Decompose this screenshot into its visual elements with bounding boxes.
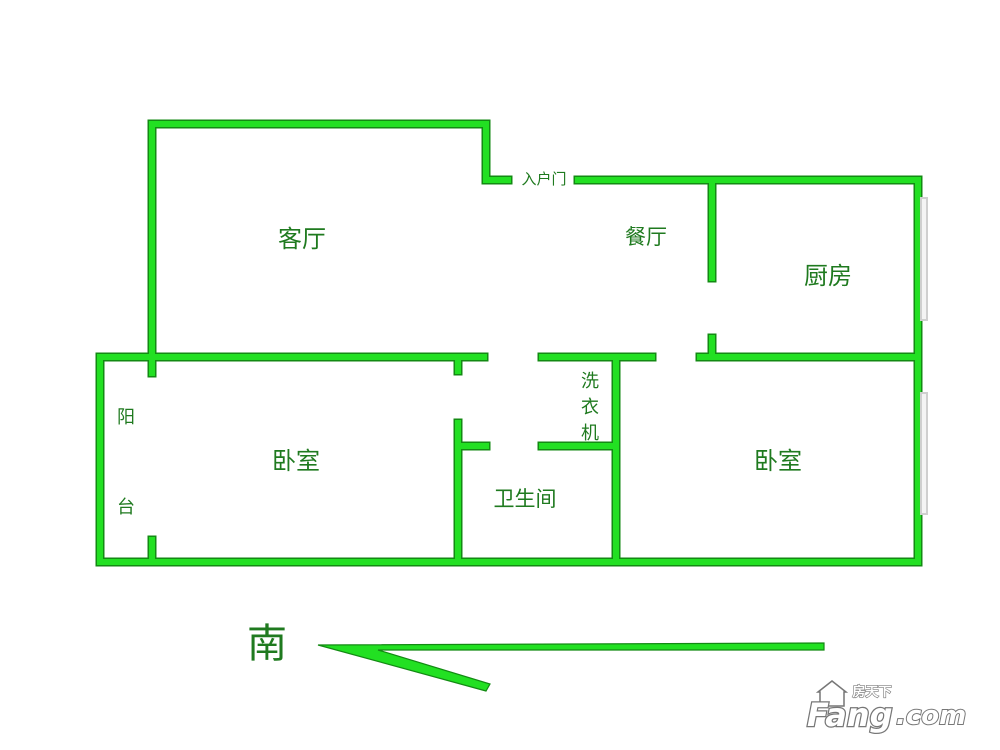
bathroom-label: 卫生间 <box>494 487 557 511</box>
arrow-left-icon <box>317 642 825 692</box>
watermark-domain: .com <box>896 701 966 731</box>
washer-label-1: 洗 <box>581 371 599 392</box>
balcony-label-2: 台 <box>117 497 135 518</box>
kitchen-label: 厨房 <box>804 262 852 290</box>
bedroom-right-label: 卧室 <box>754 447 802 475</box>
washer-label-2: 衣 <box>581 397 599 418</box>
washer-label-3: 机 <box>581 423 599 444</box>
house-logo-icon <box>815 680 849 707</box>
window <box>920 197 928 321</box>
entrance-label: 入户门 <box>521 170 566 188</box>
watermark-brand: Fang <box>807 696 892 734</box>
bedroom-left-label: 卧室 <box>272 447 320 475</box>
dining-room-label: 餐厅 <box>625 225 667 249</box>
window <box>920 392 928 515</box>
living-room-label: 客厅 <box>278 225 326 253</box>
balcony-label-1: 阳 <box>117 407 135 428</box>
windows <box>920 197 928 515</box>
walls <box>95 119 923 567</box>
watermark-top-text: 房天下 <box>852 684 891 700</box>
compass-south-label: 南 <box>247 621 287 667</box>
